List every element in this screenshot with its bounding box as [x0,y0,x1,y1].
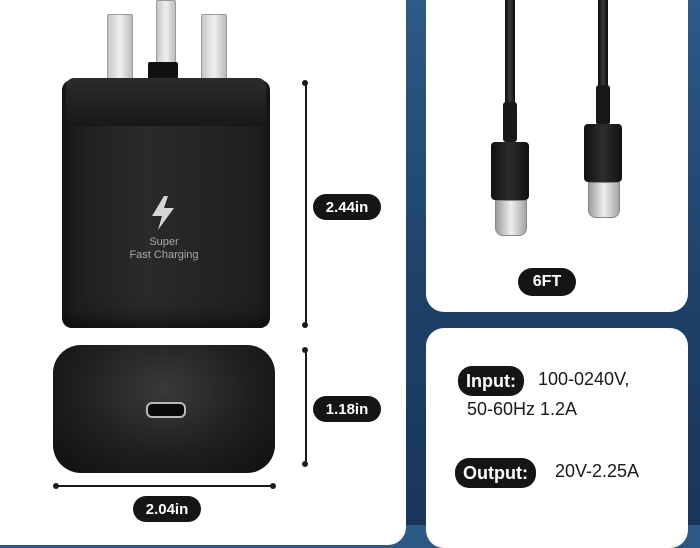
cable-plug-right [584,124,622,182]
cable-panel [426,0,688,312]
cable-wire-left [505,0,515,105]
width-badge: 2.04in [133,496,201,522]
side-height-badge: 1.18in [313,396,381,422]
dimension-end-dot [302,461,308,467]
usb-c-port-icon [146,402,186,418]
specs-panel [426,328,688,548]
plug-prong-left [107,14,133,82]
usb-c-connector-right [588,182,620,218]
output-label-badge: Output: [455,458,536,488]
charger-label-line2: Fast Charging [129,249,199,261]
cable-plug-left [491,142,529,200]
dimension-line-side-height [305,349,307,465]
cable-wire-right [598,0,608,88]
input-value-line2: 50-60Hz 1.2A [467,399,578,419]
lightning-bolt-icon [152,196,174,230]
cable-strain-relief-left [503,102,517,142]
dimension-line-front-height [305,82,307,326]
dimension-end-dot [302,322,308,328]
charger-label-line1: Super [149,236,179,248]
output-value: 20V-2.25A [555,461,640,481]
dimension-end-dot [302,80,308,86]
dimension-end-dot [53,483,59,489]
input-label-badge: Input: [458,366,524,396]
dimension-end-dot [270,483,276,489]
usb-c-connector-left [495,200,527,236]
plug-prong-right [201,14,227,82]
cable-length-badge: 6FT [518,268,576,296]
dimension-line-width [56,485,274,487]
cable-strain-relief-right [596,85,610,125]
front-height-badge: 2.44in [313,194,381,220]
charger-top-band [66,78,266,126]
dimension-end-dot [302,347,308,353]
input-value-line1: 100-0240V, [538,369,630,389]
